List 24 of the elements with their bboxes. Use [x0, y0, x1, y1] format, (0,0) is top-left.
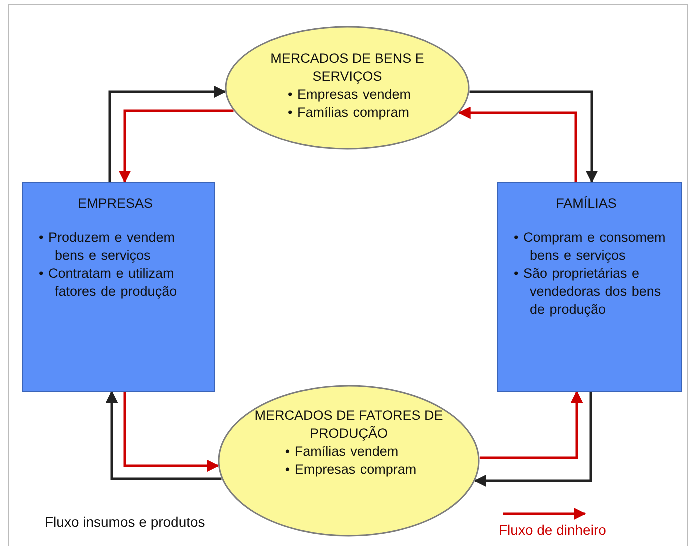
flow-arrow — [118, 110, 234, 184]
flow-arrow — [474, 392, 592, 488]
flow-arrow — [458, 106, 578, 182]
flow-arrow — [106, 390, 222, 480]
legend-text: Fluxo de dinheiro — [499, 522, 606, 538]
node-title: MERCADOS DE FATORES DE PRODUÇÃO — [254, 407, 444, 443]
bullet-item: • Famílias vendem — [284, 443, 400, 461]
bullet-item: • Produzem e vendem bens e serviços — [38, 229, 176, 265]
bullet-item: • Contratam e utilizam fatores de produção — [38, 265, 178, 301]
bullet-item: • Compram e consomem bens e serviços — [513, 229, 667, 265]
legend-text: Fluxo insumos e produtos — [45, 514, 206, 530]
node-title: EMPRESAS — [76, 195, 154, 213]
actor-box — [497, 182, 682, 392]
actor-box — [22, 182, 215, 392]
bullet-item: • Famílias compram — [286, 104, 410, 122]
flow-arrow — [108, 86, 226, 182]
bullet-item: • Empresas compram — [284, 461, 417, 479]
bullet-item: • São proprietárias e vendedoras dos bens de produção — [513, 265, 662, 319]
flow-arrow — [470, 90, 598, 184]
flow-arrow — [124, 392, 220, 472]
node-title: FAMÍLIAS — [555, 195, 618, 213]
flow-arrow — [480, 390, 584, 460]
bullet-item: • Empresas vendem — [286, 86, 412, 104]
node-title: MERCADOS DE BENS E SERVIÇOS — [270, 50, 426, 86]
